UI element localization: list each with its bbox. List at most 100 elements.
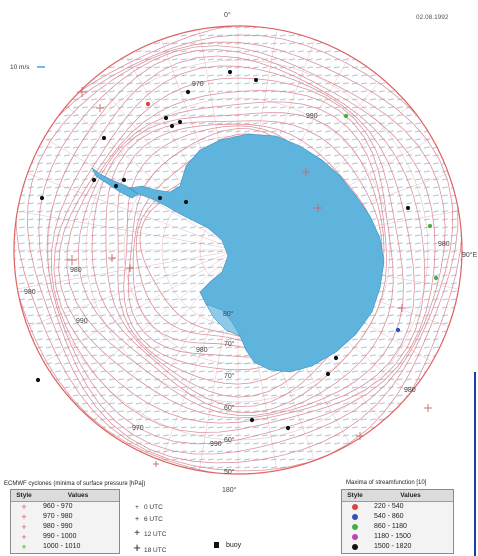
- cyclone-symbol-icon: +: [21, 522, 27, 532]
- time-legend-label: 18 UTC: [144, 547, 167, 554]
- time-marker-icon: +: [134, 516, 140, 523]
- streamfunction-maximum-dot: [405, 205, 411, 211]
- streamfunction-legend-value: 860 - 1180: [374, 523, 407, 530]
- latitude-label: 50°: [224, 468, 235, 476]
- cyclone-legend-style-header: Style: [16, 492, 32, 499]
- cyclone-legend-row: +970 - 980: [11, 512, 119, 522]
- streamfunction-maximum-dot: [35, 377, 41, 383]
- isobar-line: [105, 120, 383, 398]
- latitude-label: 80°: [223, 310, 234, 318]
- time-legend-label: 6 UTC: [144, 516, 163, 523]
- cyclone-legend-rows: +960 - 970+970 - 980+980 - 990+990 - 100…: [11, 502, 119, 552]
- streamfunction-legend-value: 1500 - 1820: [374, 543, 412, 550]
- wind-scale-arrow-icon: [37, 66, 46, 69]
- cyclone-marker: [424, 404, 432, 412]
- edge-bar: [474, 372, 476, 556]
- antarctic-peninsula: [91, 167, 139, 199]
- streamfunction-legend-values-header: Values: [400, 492, 421, 499]
- isobar-label: 970: [192, 81, 204, 88]
- cyclone-legend-header: Style Values: [11, 490, 119, 502]
- streamfunction-legend-row: 1500 - 1820: [342, 542, 453, 552]
- isobar-line: [66, 90, 394, 416]
- time-legend-label: 0 UTC: [144, 504, 163, 511]
- isobar-line: [50, 55, 426, 433]
- streamfunction-maximum-dot: [333, 355, 339, 361]
- wind-scale-text: 10 m/s: [10, 64, 30, 71]
- cyclone-symbol-icon: +: [21, 542, 27, 552]
- isobar-line: [53, 65, 415, 424]
- latitude-label: 60°: [224, 404, 235, 412]
- streamfunction-legend-style-header: Style: [347, 492, 363, 499]
- streamfunction-maximum-dot: [433, 275, 439, 281]
- streamfunction-legend-value: 1180 - 1500: [374, 533, 411, 540]
- isobar-line: [58, 77, 404, 419]
- meridian-label-0: 0°: [224, 11, 231, 19]
- marker-layer: [35, 69, 439, 467]
- cyclone-legend-value: 960 - 970: [43, 503, 73, 510]
- cyclone-legend-row: +990 - 1000: [11, 532, 119, 542]
- isobar-label: 980: [70, 267, 82, 274]
- latitude-label: 70°: [224, 372, 235, 380]
- cyclone-legend-row: +980 - 990: [11, 522, 119, 532]
- isobar-label: 990: [306, 113, 318, 120]
- isobar-label: 980: [196, 347, 208, 354]
- cyclone-legend-value: 980 - 990: [43, 523, 73, 530]
- ice-shelf: [205, 303, 241, 337]
- streamfunction-maximum-dot: [157, 195, 163, 201]
- cyclone-symbol-icon: +: [21, 512, 27, 522]
- streamfunction-dot-icon: [342, 512, 368, 522]
- meridian-line: [21, 249, 239, 329]
- cyclone-marker: [126, 264, 134, 272]
- streamfunction-maximum-dot: [343, 113, 349, 119]
- cyclone-symbol-icon: +: [21, 502, 27, 512]
- isobar-label: 980: [404, 387, 416, 394]
- latitude-label-layer: 80°70°70°60°60°50°: [223, 310, 235, 476]
- cyclone-legend-row: +960 - 970: [11, 502, 119, 512]
- streamfunction-maximum-dot: [121, 177, 127, 183]
- isobar-line: [77, 101, 387, 413]
- streamfunction-maximum-dot: [427, 223, 433, 229]
- cyclone-marker: [67, 255, 77, 265]
- date-label: 02.08.1992: [416, 14, 449, 21]
- cyclone-legend-value: 970 - 980: [43, 513, 73, 520]
- cyclone-marker: [153, 461, 159, 467]
- cyclone-legend-values-header: Values: [67, 492, 89, 499]
- streamfunction-dot-icon: [342, 522, 368, 532]
- streamfunction-legend-value: 540 - 860: [374, 513, 404, 520]
- map-boundary-circle: [13, 25, 463, 475]
- cyclone-legend-value: 1000 - 1010: [43, 543, 81, 550]
- streamfunction-dot-icon: [342, 532, 368, 542]
- streamfunction-maximum-dot: [249, 417, 255, 423]
- isobar-line: [38, 45, 446, 455]
- streamfunction-dot-icon: [342, 542, 368, 552]
- latitude-label: 60°: [224, 436, 235, 444]
- cyclone-marker: [77, 87, 87, 97]
- cyclone-legend-value: 990 - 1000: [43, 533, 77, 540]
- streamfunction-maximum-dot: [169, 123, 175, 129]
- streamfunction-maximum-dot: [113, 183, 119, 189]
- meridian-line: [21, 171, 239, 251]
- antarctica-landmass: [129, 133, 385, 373]
- streamfunction-maximum-dot: [253, 77, 259, 83]
- streamfunction-maximum-dot: [183, 199, 189, 205]
- isobar-line: [117, 123, 379, 385]
- cyclone-marker: [96, 104, 104, 112]
- isobar-line: [46, 49, 436, 445]
- isobar-line: [27, 41, 454, 464]
- isobar-label: 990: [210, 441, 222, 448]
- streamfunction-legend-title: Maxima of streamfunction [10]: [346, 480, 427, 486]
- streamfunction-maximum-dot: [177, 119, 183, 125]
- streamfunction-maximum-dot: [163, 115, 169, 121]
- cyclone-legend-row: +1000 - 1010: [11, 542, 119, 552]
- isobar-label: 970: [132, 425, 144, 432]
- isobar-label: 990: [76, 318, 88, 325]
- cyclone-symbol-icon: +: [21, 532, 27, 542]
- isobar-line: [91, 112, 385, 408]
- streamfunction-legend-row: 220 - 540: [342, 502, 453, 512]
- cyclone-marker: [314, 204, 322, 212]
- time-legend-item: +0 UTC: [130, 504, 163, 511]
- time-legend-item: +18 UTC: [130, 540, 166, 555]
